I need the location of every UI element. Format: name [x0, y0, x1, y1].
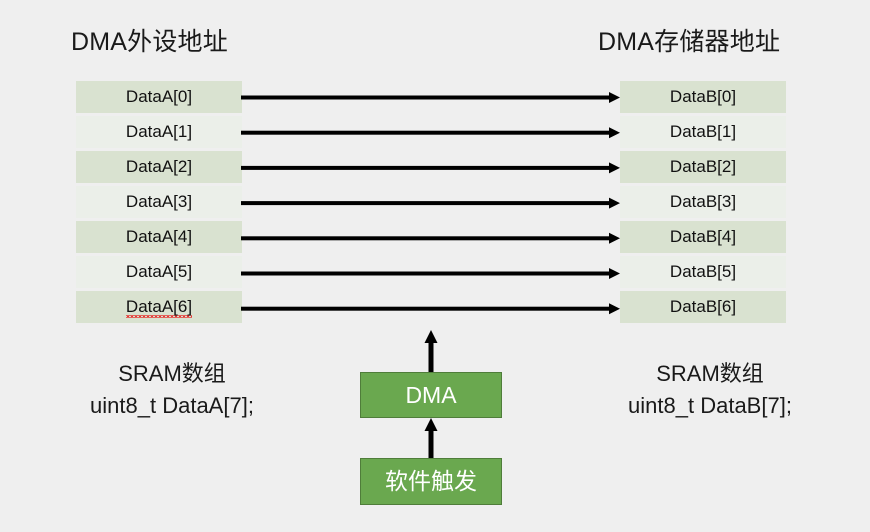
table-row: DataB[1] [620, 116, 786, 148]
caption-line-1: SRAM数组 [118, 361, 226, 386]
cell-label: DataB[6] [669, 297, 737, 316]
table-row: DataA[4] [76, 221, 242, 253]
cell-label: DataB[4] [669, 227, 737, 246]
cell-label: DataA[5] [125, 262, 193, 281]
cell-label: DataB[0] [669, 87, 737, 106]
table-row: DataB[2] [620, 151, 786, 183]
caption-line-1: SRAM数组 [656, 361, 764, 386]
cell-label: DataB[1] [669, 122, 737, 141]
transfer-arrow-head [609, 127, 620, 139]
table-row: DataA[0] [76, 81, 242, 113]
table-row: DataA[2] [76, 151, 242, 183]
transfer-arrow-shaft [241, 306, 609, 311]
cell-label: DataA[3] [125, 192, 193, 211]
transfer-arrow-head [609, 268, 620, 279]
software-trigger-block[interactable]: 软件触发 [360, 458, 502, 505]
cell-label: DataA[4] [125, 227, 193, 246]
trigger-to-dma-head [424, 418, 438, 431]
table-row: DataB[3] [620, 186, 786, 218]
transfer-arrow-shaft [241, 95, 609, 100]
cell-label: DataA[6] [125, 297, 193, 316]
table-row: DataA[1] [76, 116, 242, 148]
cell-label: DataA[0] [125, 87, 193, 106]
cell-label: DataA[2] [125, 157, 193, 176]
caption-line-2: uint8_t DataA[7]; [90, 393, 254, 418]
transfer-arrow-shaft [241, 236, 609, 241]
destination-array-table: DataB[0] DataB[1] DataB[2] DataB[3] Data… [620, 81, 786, 323]
cell-label: DataB[2] [669, 157, 737, 176]
source-array-table: DataA[0] DataA[1] DataA[2] DataA[3] Data… [76, 81, 242, 323]
transfer-arrow-shaft [241, 165, 609, 170]
table-row: DataA[5] [76, 256, 242, 288]
transfer-arrow-group [241, 92, 620, 315]
dma-block[interactable]: DMA [360, 372, 502, 418]
cell-label: DataA[1] [125, 122, 193, 141]
transfer-arrow-head [609, 303, 620, 315]
trigger-to-dma-shaft [428, 431, 434, 458]
table-row: DataA[6] [76, 291, 242, 323]
transfer-arrow-head [609, 92, 620, 103]
column-header-memory-address: DMA存储器地址 [598, 28, 781, 56]
table-row: DataB[6] [620, 291, 786, 323]
dma-to-transfer-shaft [428, 343, 434, 372]
transfer-arrow-head [609, 162, 620, 174]
cell-label: DataB[5] [669, 262, 737, 281]
transfer-arrow-head [609, 232, 620, 244]
transfer-arrow-shaft [241, 201, 609, 206]
source-array-caption: SRAM数组 uint8_t DataA[7]; [27, 358, 317, 422]
column-header-peripheral-address: DMA外设地址 [71, 28, 228, 56]
dma-to-transfer-head [424, 330, 438, 343]
table-row: DataA[3] [76, 186, 242, 218]
caption-line-2: uint8_t DataB[7]; [628, 393, 792, 418]
transfer-arrow-shaft [241, 271, 609, 276]
table-row: DataB[0] [620, 81, 786, 113]
destination-array-caption: SRAM数组 uint8_t DataB[7]; [565, 358, 855, 422]
transfer-arrow-shaft [241, 130, 609, 135]
table-row: DataB[5] [620, 256, 786, 288]
transfer-arrow-head [609, 197, 620, 209]
table-row: DataB[4] [620, 221, 786, 253]
cell-label: DataB[3] [669, 192, 737, 211]
